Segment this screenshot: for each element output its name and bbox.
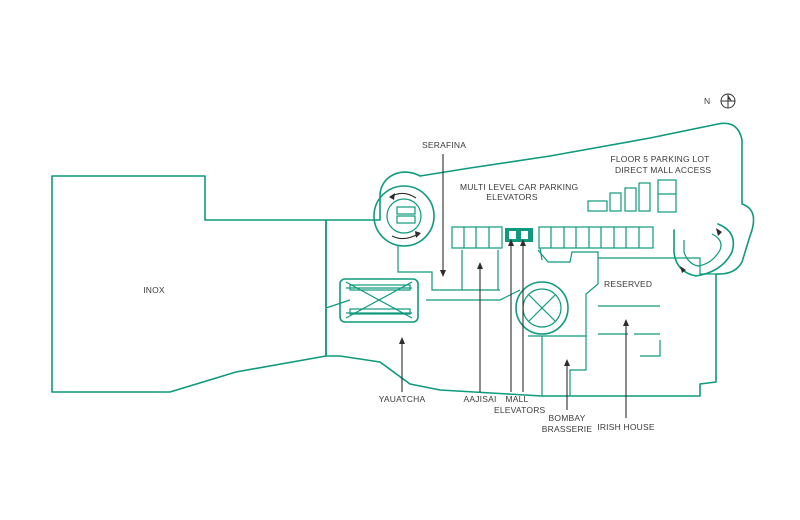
label-bombay: BOMBAY — [548, 413, 586, 423]
inner-boundary — [461, 250, 499, 290]
label-multi-level-parking: MULTI LEVEL CAR PARKING — [460, 182, 579, 192]
inox-outline — [51, 175, 327, 393]
pointer-mall-elevators-left — [508, 239, 514, 392]
pointer-irish-house — [623, 319, 629, 418]
inner-boundary — [537, 249, 716, 275]
pointer-bombay-brasserie — [564, 359, 570, 410]
inner-boundary — [528, 335, 586, 396]
north-compass-icon — [720, 93, 736, 109]
serafina-slot — [396, 206, 416, 215]
label-yauatcha: YAUATCHA — [378, 394, 426, 404]
mall-elevators-atrium — [515, 281, 569, 335]
pointer-yauatcha — [399, 337, 405, 392]
inner-boundary — [539, 247, 543, 261]
parking-bays — [451, 179, 677, 249]
inner-boundary — [397, 246, 500, 291]
serafina-ramp-inner — [386, 198, 422, 234]
pointer-aajisai — [477, 262, 483, 392]
label-aajisai: AAJISAI — [463, 394, 497, 404]
pointer-mall-elevators-right — [520, 239, 526, 392]
floor5-ramp — [673, 223, 735, 277]
label-serafina: SERAFINA — [422, 140, 467, 150]
label-mall-elevators: MALL — [505, 394, 529, 404]
label-irish-house: IRISH HOUSE — [597, 422, 655, 432]
inner-boundary — [569, 258, 599, 396]
serafina-ramp — [373, 185, 435, 247]
label-floor5-parking: FLOOR 5 PARKING LOT — [610, 154, 710, 164]
label-brasserie: BRASSERIE — [541, 424, 593, 434]
pointer-serafina — [440, 154, 446, 277]
label-parking-elevators: ELEVATORS — [486, 192, 538, 202]
inner-boundary — [325, 299, 351, 309]
serafina-slot — [396, 215, 416, 224]
yauatcha-escalator — [339, 278, 419, 323]
label-reserved: RESERVED — [604, 279, 653, 289]
label-direct-mall-access: DIRECT MALL ACCESS — [615, 165, 712, 175]
inner-boundary — [426, 289, 521, 301]
mall-outline — [325, 122, 755, 397]
compass-letter: N — [704, 96, 711, 106]
inner-boundary — [598, 305, 661, 357]
label-mall-elevators-2: ELEVATORS — [494, 405, 546, 415]
label-inox: INOX — [143, 285, 165, 295]
